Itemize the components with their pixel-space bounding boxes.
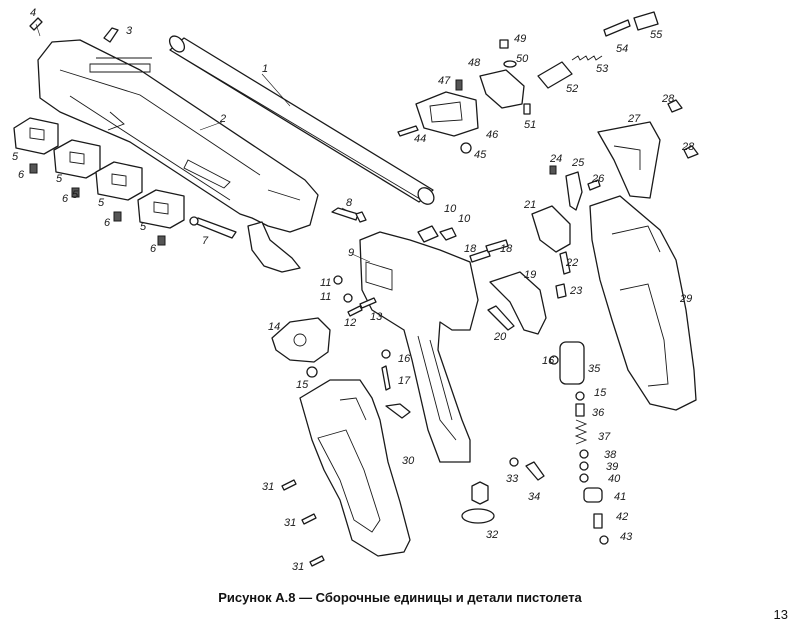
callout-label: 20 <box>493 331 507 343</box>
right-frame-parts <box>549 99 699 411</box>
callout-label: 5 <box>12 151 19 163</box>
page-number: 13 <box>773 607 788 622</box>
callout-label: 52 <box>566 83 578 95</box>
callout-label: 38 <box>604 449 617 461</box>
callout-label: 41 <box>614 491 626 503</box>
trigger-group-parts <box>487 205 571 335</box>
barrel-part <box>168 35 435 205</box>
callout-label: 11 <box>320 277 331 289</box>
callout-label: 50 <box>516 53 529 65</box>
callout-label: 31 <box>284 517 296 529</box>
callout-label: 4 <box>30 7 36 19</box>
grip-screws <box>281 479 325 567</box>
figure-caption: Рисунок А.8 — Сборочные единицы и детали… <box>218 590 582 605</box>
callout-label: 34 <box>528 491 540 503</box>
callout-label: 26 <box>591 173 605 185</box>
callout-label: 5 <box>140 221 147 233</box>
callout-label: 53 <box>596 63 609 75</box>
callout-label: 33 <box>506 473 519 485</box>
callout-label: 39 <box>606 461 618 473</box>
callout-label: 51 <box>524 119 536 131</box>
callout-label: 42 <box>616 511 628 523</box>
callout-label: 11 <box>320 291 331 303</box>
callout-label: 23 <box>569 285 583 297</box>
callout-label: 8 <box>346 197 353 209</box>
callout-label: 49 <box>514 33 526 45</box>
callout-label: 12 <box>344 317 356 329</box>
callout-label: 35 <box>588 363 601 375</box>
callout-label: 13 <box>370 311 383 323</box>
callout-label: 18 <box>500 243 513 255</box>
callout-label: 2 <box>219 113 226 125</box>
callout-label: 48 <box>468 57 481 69</box>
callout-label: 29 <box>679 293 692 305</box>
callout-label: 6 <box>18 169 25 181</box>
callout-label: 6 <box>104 217 111 229</box>
callout-label: 25 <box>571 157 585 169</box>
callout-label: 18 <box>464 243 477 255</box>
small-pin-parts <box>29 17 119 43</box>
callout-label: 24 <box>549 153 562 165</box>
callout-label: 37 <box>598 431 611 443</box>
callout-label: 31 <box>292 561 304 573</box>
callout-label: 44 <box>414 133 426 145</box>
callout-label: 43 <box>620 531 633 543</box>
callout-label: 45 <box>474 149 487 161</box>
callout-label: 3 <box>126 25 133 37</box>
callout-label: 7 <box>202 235 209 247</box>
callout-label: 17 <box>398 375 411 387</box>
callout-label: 5 <box>72 189 79 201</box>
callout-label: 6 <box>62 193 69 205</box>
callout-label: 47 <box>438 75 451 87</box>
callout-label: 19 <box>524 269 536 281</box>
slide-part <box>37 39 319 273</box>
callout-label: 10 <box>458 213 471 225</box>
callout-label: 40 <box>608 473 621 485</box>
callout-label: 32 <box>486 529 498 541</box>
firing-pin-stack <box>549 341 609 545</box>
hammer-block-parts <box>271 317 391 391</box>
callout-label: 31 <box>262 481 274 493</box>
sight-blocks <box>13 117 185 246</box>
callout-labels: 4 3 1 2 5 6 5 6 5 6 5 5 6 7 8 9 10 10 11… <box>12 7 695 573</box>
leader-lines <box>199 73 371 263</box>
callout-label: 1 <box>262 63 268 75</box>
callout-label: 10 <box>444 203 457 215</box>
callout-label: 27 <box>627 113 641 125</box>
rear-sight-parts <box>397 39 531 154</box>
lanyard-and-screw <box>461 457 545 524</box>
callout-label: 55 <box>650 29 663 41</box>
callout-label: 36 <box>592 407 605 419</box>
callout-label: 14 <box>268 321 280 333</box>
callout-label: 9 <box>348 247 354 259</box>
callout-label: 21 <box>523 199 536 211</box>
callout-label: 16 <box>398 353 411 365</box>
callout-label: 30 <box>402 455 415 467</box>
frame-part <box>333 225 509 463</box>
callout-label: 5 <box>98 197 105 209</box>
slide-rear-parts <box>537 11 659 89</box>
callout-label: 5 <box>56 173 63 185</box>
callout-label: 46 <box>486 129 499 141</box>
callout-label: 28 <box>661 93 675 105</box>
callout-label: 54 <box>616 43 628 55</box>
callout-label: 15 <box>594 387 607 399</box>
callout-label: 28 <box>681 141 695 153</box>
callout-label: 6 <box>150 243 157 255</box>
exploded-view-diagram: 4 3 1 2 5 6 5 6 5 6 5 5 6 7 8 9 10 10 11… <box>12 7 699 573</box>
callout-label: 16 <box>542 355 555 367</box>
screw-and-rod <box>189 207 367 239</box>
callout-label: 22 <box>565 257 578 269</box>
callout-label: 15 <box>296 379 309 391</box>
left-grip-part <box>299 379 411 557</box>
